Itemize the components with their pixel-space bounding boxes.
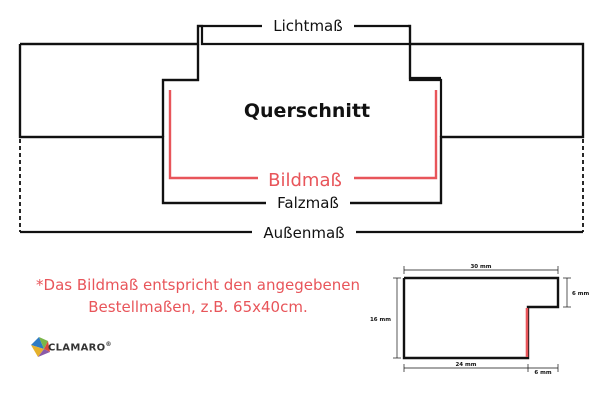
small-dimension-diagram: 30 mm 6 mm 16 mm 24 mm 6 mm — [370, 264, 590, 376]
brand-name: CLAMARO® — [48, 341, 112, 353]
note-line-1: *Das Bildmaß entspricht den angegebenen — [36, 276, 360, 294]
bottom-6mm-label: 6 mm — [534, 370, 551, 376]
querschnitt-label: Querschnitt — [244, 100, 370, 122]
aussenmass-label: Außenmaß — [263, 224, 344, 242]
bottom-24mm-label: 24 mm — [455, 362, 476, 368]
label-mask — [258, 168, 354, 190]
note-line-2: Bestellmaßen, z.B. 65x40cm. — [88, 298, 308, 316]
brand-registered-mark: ® — [105, 341, 112, 348]
height-16mm-label: 16 mm — [370, 317, 391, 323]
frame-profile — [18, 24, 585, 205]
width-30mm-label: 30 mm — [470, 264, 491, 270]
label-mask — [262, 16, 354, 36]
label-mask — [266, 194, 350, 212]
right-6mm-label: 6 mm — [572, 291, 589, 297]
label-mask — [252, 222, 356, 242]
brand-name-text: CLAMARO — [48, 342, 106, 354]
bildmass-label: Bildmaß — [268, 170, 342, 191]
clamaro-logo-icon — [31, 337, 50, 357]
lichtmass-label: Lichtmaß — [273, 17, 342, 35]
bildmass-note: *Das Bildmaß entspricht den angegebenen … — [28, 274, 368, 318]
falzmass-label: Falzmaß — [277, 194, 339, 212]
